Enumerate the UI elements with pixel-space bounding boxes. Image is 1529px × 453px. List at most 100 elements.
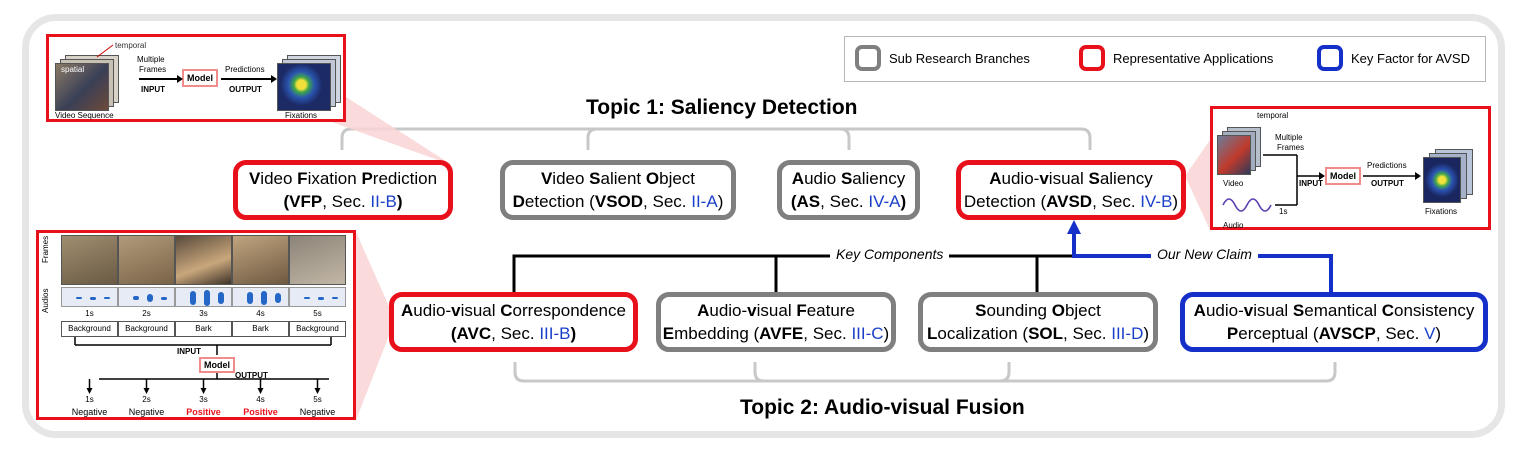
avc-output-arrowhead: [143, 388, 150, 394]
avc-panel-lines: [74, 337, 332, 394]
avc-output-label: OUTPUT: [235, 371, 268, 380]
avc-result-label: Negative: [71, 407, 108, 417]
legend-red-swatch: [1079, 45, 1105, 71]
avc-time-label: 5s: [313, 309, 322, 318]
avsd-audio-label: Audio: [1223, 221, 1244, 230]
audio-wave-icon: [1222, 198, 1272, 212]
topic1-bracket-mid2: [839, 127, 851, 150]
model-box: Model: [182, 69, 218, 87]
topic2-bracket-mid1: [753, 362, 765, 383]
avc-output-time: 2s: [142, 395, 151, 404]
video-frame-image: [55, 63, 109, 111]
predictions-label: Predictions: [225, 65, 265, 74]
avc-time-label: 3s: [199, 309, 208, 318]
new-claim-line: [1072, 232, 1333, 292]
avc-audio-wave: [289, 287, 346, 307]
avsd-box[interactable]: Audio-visual Saliency Detection (AVSD, S…: [956, 160, 1186, 220]
avsd-model-box: Model: [1325, 167, 1361, 185]
avc-sound-label: Bark: [175, 321, 232, 337]
avsd-frames-label: Frames: [1277, 143, 1305, 152]
avc-result-label: Negative: [299, 407, 336, 417]
avsd-panel: temporal Multiple Frames Video Audio INP…: [1210, 106, 1491, 230]
vfp-box[interactable]: Video Fixation Prediction (VFP, Sec. II-…: [233, 160, 453, 220]
avsd-video-label: Video: [1223, 179, 1244, 188]
legend-rep-label: Representative Applications: [1113, 51, 1274, 66]
avsd-input-label: INPUT: [1299, 179, 1323, 188]
input-label: INPUT: [141, 85, 165, 94]
new-claim-label: Our New Claim: [1151, 246, 1258, 262]
topic2-bracket-mid2: [999, 362, 1011, 383]
avsd-1s-label: 1s: [1279, 207, 1288, 216]
avc-frame-image: [232, 235, 289, 285]
avsd-callout: [1185, 140, 1210, 230]
avc-audio-wave: [118, 287, 175, 307]
avc-audio-wave: [175, 287, 232, 307]
video-sequence-label: Video Sequence: [55, 111, 114, 120]
avc-output-time: 1s: [85, 395, 94, 404]
avscp-box[interactable]: Audio-visual Semantical Consistency Perc…: [1180, 292, 1488, 352]
avc-box[interactable]: Audio-visual Correspondence (AVC, Sec. I…: [389, 292, 638, 352]
topic1-bracket-mid1: [586, 127, 598, 150]
avc-frame-image: [61, 235, 118, 285]
fixation-map-image: [277, 63, 331, 111]
output-label: OUTPUT: [229, 85, 262, 94]
avc-frame-image: [289, 235, 346, 285]
spatial-label: spatial: [61, 65, 85, 74]
legend-sub-label: Sub Research Branches: [889, 51, 1030, 66]
avsd-fixation-image: [1423, 157, 1461, 203]
avc-frame-image: [118, 235, 175, 285]
avc-result-label: Negative: [128, 407, 165, 417]
avc-sound-label: Background: [118, 321, 175, 337]
avc-output-time: 4s: [256, 395, 265, 404]
vfp-panel: temporal spatial Multiple Frames INPUT M…: [46, 34, 346, 122]
avc-output-time: 5s: [313, 395, 322, 404]
avc-input-label: INPUT: [177, 347, 201, 356]
vsod-box[interactable]: Video Salient Object Detection (VSOD, Se…: [500, 160, 736, 220]
avc-output-arrowhead: [314, 388, 321, 394]
avc-result-label: Positive: [186, 407, 221, 417]
claim-arrowhead: [1067, 220, 1081, 234]
legend-blue-swatch: [1317, 45, 1343, 71]
temporal-label: temporal: [115, 41, 147, 50]
avc-sound-label: Background: [61, 321, 118, 337]
vfp-panel-arrows: [96, 44, 277, 83]
avc-model-box: Model: [199, 357, 235, 373]
avc-output-arrowhead: [86, 388, 93, 394]
avc-audio-wave: [61, 287, 118, 307]
avsd-fixations-label: Fixations: [1425, 207, 1458, 216]
avc-sound-label: Bark: [232, 321, 289, 337]
avc-audio-wave: [232, 287, 289, 307]
avc-frame-image: [175, 235, 232, 285]
topic2-title: Topic 2: Audio-visual Fusion: [740, 396, 1025, 419]
legend-key-label: Key Factor for AVSD: [1351, 51, 1470, 66]
avc-output-arrowhead: [257, 388, 264, 394]
avsd-multiple-label: Multiple: [1275, 133, 1303, 142]
legend-gray-swatch: [855, 45, 881, 71]
multiple-label: Multiple: [137, 55, 165, 64]
avsd-panel-arrows: [1222, 154, 1421, 212]
topic2-bracket: [513, 362, 1337, 383]
key-components-line: [512, 254, 1074, 292]
fixations-label: Fixations: [285, 111, 318, 120]
legend: Sub Research Branches Representative App…: [844, 36, 1486, 82]
frames-label: Frames: [139, 65, 167, 74]
sol-box[interactable]: Sounding Object Localization (SOL, Sec. …: [918, 292, 1158, 352]
avc-output-arrowhead: [200, 388, 207, 394]
topic1-bracket: [340, 127, 1092, 150]
avc-output-time: 3s: [199, 395, 208, 404]
avsd-video-image: [1217, 135, 1251, 175]
avc-callout: [356, 232, 395, 420]
avfe-box[interactable]: Audio-visual Feature Embedding (AVFE, Se…: [656, 292, 896, 352]
avsd-predictions-label: Predictions: [1367, 161, 1407, 170]
key-components-label: Key Components: [830, 246, 950, 262]
avc-result-label: Positive: [243, 407, 278, 417]
topic1-title: Topic 1: Saliency Detection: [586, 96, 858, 119]
avc-sound-label: Background: [289, 321, 346, 337]
avsd-temporal-label: temporal: [1257, 111, 1289, 120]
avc-time-label: 1s: [85, 309, 94, 318]
avsd-output-label: OUTPUT: [1371, 179, 1404, 188]
avc-time-label: 4s: [256, 309, 265, 318]
avc-time-label: 2s: [142, 309, 151, 318]
as-box[interactable]: Audio Saliency (AS, Sec. IV-A): [777, 160, 920, 220]
